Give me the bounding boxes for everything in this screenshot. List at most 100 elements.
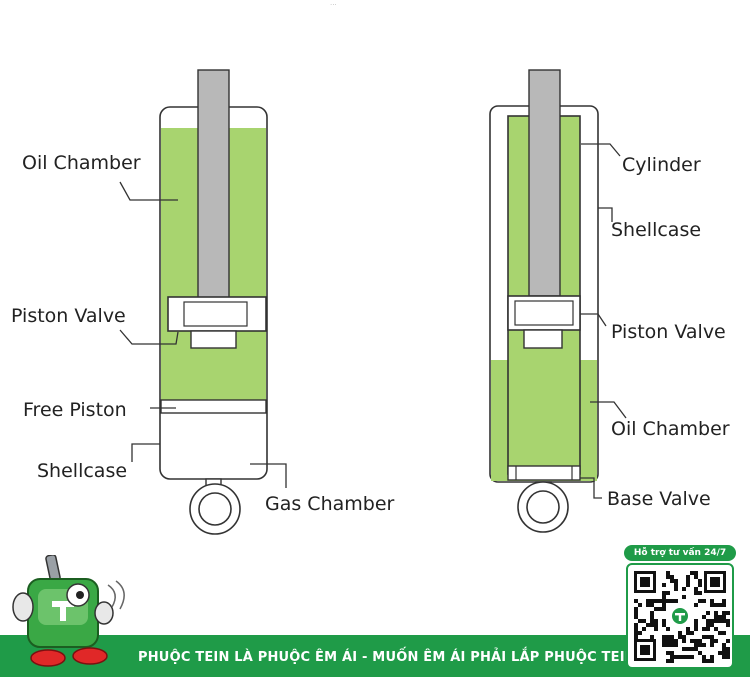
qr-module — [666, 591, 670, 595]
qr-module — [666, 571, 670, 575]
qr-module — [694, 591, 698, 595]
qr-module — [658, 599, 662, 603]
qr-module — [646, 603, 650, 607]
qr-module — [634, 627, 638, 631]
qr-module — [714, 639, 718, 643]
qr-module — [634, 599, 638, 603]
qr-code-icon — [634, 571, 730, 663]
qr-module — [670, 655, 674, 659]
qr-module — [694, 647, 698, 651]
leader-shellcase-right — [598, 207, 613, 222]
qr-module — [654, 627, 658, 631]
qr-module — [694, 623, 698, 627]
faint-header-caption: ... — [330, 0, 337, 7]
qr-module — [718, 615, 722, 619]
qr-module — [662, 595, 666, 599]
qr-module — [694, 603, 698, 607]
qr-module — [638, 631, 642, 635]
qr-module — [646, 599, 650, 603]
qr-module — [698, 583, 702, 587]
qr-module — [674, 643, 678, 647]
qr-module — [726, 647, 730, 651]
qr-module — [686, 583, 690, 587]
qr-module — [702, 599, 706, 603]
right-base-valve — [507, 465, 581, 481]
qr-module — [634, 635, 638, 639]
qr-module — [726, 611, 730, 615]
qr-module — [710, 603, 714, 607]
qr-module — [670, 635, 674, 639]
label-gas-chamber: Gas Chamber — [265, 493, 395, 515]
qr-module — [694, 643, 698, 647]
qr-module — [710, 659, 714, 663]
qr-module — [642, 627, 646, 631]
leader-oil-chamber-right — [590, 401, 627, 419]
qr-module — [686, 575, 690, 579]
right-mount-eye-inner — [526, 490, 560, 524]
qr-module — [674, 599, 678, 603]
qr-module — [662, 583, 666, 587]
qr-module — [682, 647, 686, 651]
qr-module — [650, 635, 654, 639]
qr-module — [666, 635, 670, 639]
qr-module — [682, 595, 686, 599]
qr-module — [654, 607, 658, 611]
right-piston-valve-inner — [514, 300, 574, 326]
qr-module — [666, 575, 670, 579]
qr-module — [710, 623, 714, 627]
qr-module — [662, 623, 666, 627]
leader-oil-chamber-left — [119, 181, 178, 201]
label-shellcase-right: Shellcase — [611, 219, 701, 241]
qr-module — [634, 615, 638, 619]
qr-module — [718, 631, 722, 635]
qr-module — [670, 643, 674, 647]
qr-module — [634, 607, 638, 611]
qr-module — [674, 579, 678, 583]
qr-module — [694, 619, 698, 623]
right-piston-rod — [528, 69, 561, 297]
qr-module — [662, 643, 666, 647]
leader-piston-valve-right — [580, 313, 607, 327]
support-qr-widget[interactable]: Hỗ trợ tư vấn 24/7 — [624, 545, 736, 671]
qr-module — [646, 623, 650, 627]
qr-module — [694, 627, 698, 631]
brand-banner — [0, 635, 750, 677]
qr-module — [670, 575, 674, 579]
qr-module — [634, 623, 638, 627]
qr-code[interactable] — [626, 563, 734, 669]
qr-module — [674, 639, 678, 643]
label-oil-chamber-right: Oil Chamber — [611, 418, 730, 440]
qr-module — [662, 607, 666, 611]
qr-module — [714, 611, 718, 615]
qr-module — [702, 615, 706, 619]
qr-module — [666, 651, 670, 655]
label-piston-valve-left: Piston Valve — [11, 305, 126, 327]
qr-module — [706, 611, 710, 615]
qr-module — [682, 635, 686, 639]
qr-module — [674, 587, 678, 591]
qr-module — [650, 615, 654, 619]
qr-module — [670, 659, 674, 663]
qr-module — [654, 623, 658, 627]
qr-module — [686, 579, 690, 583]
qr-module — [694, 587, 698, 591]
qr-module — [702, 635, 706, 639]
banner-slogan: PHUỘC TEIN LÀ PHUỘC ÊM ÁI - MUỐN ÊM ÁI P… — [138, 650, 636, 665]
support-badge: Hỗ trợ tư vấn 24/7 — [624, 545, 736, 561]
right-piston-nut — [523, 329, 563, 349]
qr-module — [714, 615, 718, 619]
qr-module — [686, 655, 690, 659]
qr-module — [698, 643, 702, 647]
qr-module — [706, 635, 710, 639]
qr-module — [710, 643, 714, 647]
qr-module — [714, 603, 718, 607]
qr-module — [694, 575, 698, 579]
qr-module — [690, 631, 694, 635]
qr-module — [694, 639, 698, 643]
qr-module — [722, 611, 726, 615]
qr-module — [678, 635, 682, 639]
qr-module — [662, 599, 666, 603]
qr-module — [702, 627, 706, 631]
qr-module — [718, 651, 722, 655]
